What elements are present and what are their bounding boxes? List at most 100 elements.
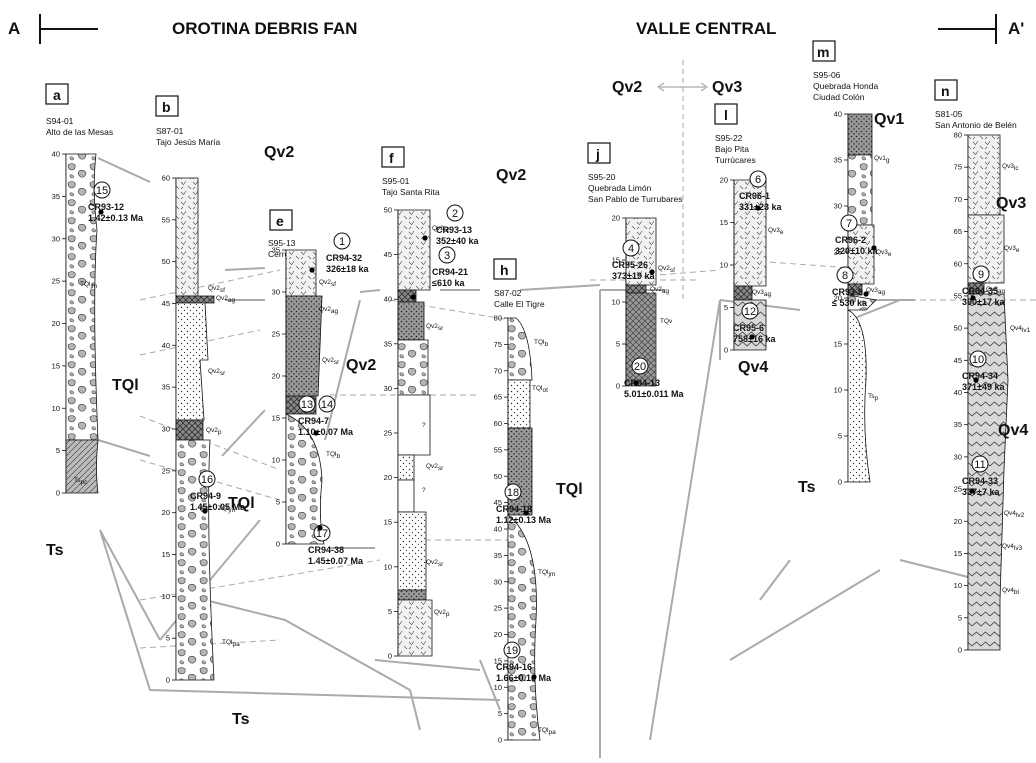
tick-label: 70 [494,366,502,375]
svg-text:Qv2sr: Qv2sr [426,559,444,568]
section-start-label: A [8,19,20,38]
tick-label: 0 [276,540,280,549]
tick-label: 15 [272,414,280,423]
tick-label: 40 [384,295,392,304]
unit-label-qv4: Qv4 [738,359,768,376]
section-end-label: A' [1008,19,1024,38]
tick-label: 15 [162,550,170,559]
arrow-left-label: Qv2 [612,79,642,96]
sample-age: 326±18 ka [326,264,369,274]
tick-label: 15 [612,256,620,265]
svg-text:Qv3lc: Qv3lc [1002,163,1019,172]
sample-code: CR94-32 [326,253,362,263]
sample-age: 5.01±0.011 Ma [624,389,684,399]
right-region-title: VALLE CENTRAL [636,19,776,38]
tick-label: 0 [498,736,502,745]
tick-label: 40 [162,341,170,350]
tick-label: 30 [494,577,502,586]
sample-location-dot [970,295,975,300]
column-code: S87-01 [156,126,184,136]
svg-text:TQv: TQv [660,318,673,325]
column-name: Quebrada Honda [813,81,878,91]
sample-age: 1.42±0.13 Ma [88,213,144,223]
sample-location-dot [969,488,974,493]
tick-label: 5 [616,340,620,349]
tick-label: 45 [384,250,392,259]
tick-label: 0 [958,646,962,655]
tick-label: 65 [494,393,502,402]
tick-label: 75 [494,340,502,349]
svg-text:TQlpa: TQlpa [538,727,556,736]
svg-text:Qv2sf: Qv2sf [319,279,336,288]
svg-text:Qv2ag: Qv2ag [319,306,339,315]
tick-label: 30 [954,452,962,461]
sample-number: 8 [842,270,848,282]
tick-label: 35 [272,246,280,255]
sample-age: 352±40 ka [436,236,479,246]
tick-label: 5 [838,432,842,441]
unit-label-qv2: Qv2 [264,144,294,161]
column-name: Ciudad Colón [813,92,865,102]
sample-code: CR94-35 [962,286,998,296]
column-code: S81-05 [935,109,963,119]
tick-label: 15 [384,518,392,527]
unit-label-qv2: Qv2 [496,167,526,184]
sample-number: 17 [316,528,328,540]
sample-location-dot [633,380,638,385]
tick-label: 10 [834,386,842,395]
sample-number: 10 [972,354,984,366]
tick-label: 40 [52,150,60,159]
tick-label: 45 [494,498,502,507]
tick-label: 15 [954,549,962,558]
sample-number: 15 [96,185,108,197]
column-a: a S94-01 Alto de las Mesas TQljm Tspc [46,84,113,493]
sample-location-dot [749,334,754,339]
column-letter: j [595,146,600,162]
svg-text:TQljm: TQljm [538,569,555,578]
left-region-title: OROTINA DEBRIS FAN [172,19,357,38]
sample-code: CR93-13 [436,225,472,235]
tick-label: 10 [162,592,170,601]
tick-label: 10 [612,298,620,307]
tick-label: 20 [954,517,962,526]
svg-text:Qv4lv1: Qv4lv1 [1010,325,1031,334]
tick-label: 0 [56,489,60,498]
sample-age: 758±16 ka [733,334,776,344]
tick-label: 40 [834,110,842,119]
tick-label: 20 [52,319,60,328]
tick-label: 25 [162,466,170,475]
svg-text:TQlpa: TQlpa [222,639,240,648]
sample-age: 1.12±0.13 Ma [496,515,552,525]
column-letter: n [941,83,950,99]
tick-label: 5 [276,498,280,507]
tick-label: 35 [162,383,170,392]
tick-label: 25 [384,429,392,438]
tick-label: 5 [724,303,728,312]
column-code: S95-20 [588,172,616,182]
svg-text:Tsp: Tsp [868,393,879,402]
tick-label: 45 [162,299,170,308]
svg-text:Qv3ag: Qv3ag [752,289,772,298]
sample-code: CR96-2 [835,235,866,245]
column-name: Quebrada Limón [588,183,652,193]
tick-label: 10 [494,683,502,692]
sample-age: 1.66±0.16 Ma [496,673,552,683]
sample-location-dot [973,377,978,382]
sample-age: 390±17 ka [962,297,1005,307]
svg-text:Qv2sf: Qv2sf [658,265,675,274]
svg-text:Qv2sf: Qv2sf [208,285,225,294]
column-letter: h [500,262,509,278]
sample-age: 1.10±0.07 Ma [298,427,354,437]
sample-number: 2 [452,208,458,220]
sample-code: CR94-9 [190,491,221,501]
tick-label: 70 [954,195,962,204]
tick-label: 10 [954,581,962,590]
column-letter: e [276,213,284,229]
tick-label: 35 [52,192,60,201]
tick-label: 60 [162,174,170,183]
sample-number: 9 [978,269,984,281]
tick-label: 35 [834,156,842,165]
sample-location-dot [313,430,318,435]
column-letter: b [162,99,171,115]
